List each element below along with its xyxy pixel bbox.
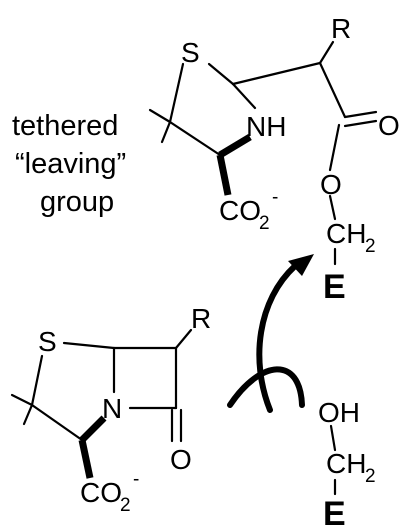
top-methyl-2 <box>160 120 172 144</box>
top-s-cme2-bond <box>168 62 185 124</box>
top-cme2-ca-bond <box>168 120 222 157</box>
top-s-c-bond <box>207 62 235 86</box>
top-nh-group: NH <box>246 111 286 142</box>
top-ch-carbonyl-bond <box>318 61 347 119</box>
arrowhead <box>288 254 314 276</box>
bottom-ch2-subscript: 2 <box>365 466 376 487</box>
top-co2-subscript: 2 <box>259 213 270 234</box>
bottom-enzyme-label: E <box>323 495 346 529</box>
bottom-ch2-text: CH <box>326 448 366 479</box>
top-carbonyl-oxygen: O <box>378 110 400 141</box>
label-line-2: “leaving” <box>15 148 126 180</box>
top-molecule: S NH R O O CO 2 - CH 2 E <box>148 13 400 306</box>
bottom-carboxylate-bond <box>78 439 94 479</box>
bottom-r-group: R <box>191 303 211 334</box>
bottom-o-ch2-bond <box>329 424 337 452</box>
top-c-ch-bond <box>231 61 322 86</box>
top-ca-n-bond <box>218 133 252 159</box>
top-co-double-bond-b <box>343 119 378 128</box>
top-co2-text: CO <box>219 195 261 226</box>
label-line-1: tethered <box>12 110 118 142</box>
top-o-ch2-bond <box>328 194 337 221</box>
tethered-leaving-group-label: tethered “leaving” group <box>12 110 126 218</box>
bottom-methyl-1 <box>10 393 34 407</box>
top-ch2-group: CH 2 <box>326 218 376 257</box>
top-carboxylate-bond <box>216 154 232 196</box>
top-c-n-bond <box>231 82 257 110</box>
top-ch-r-bond <box>318 40 335 65</box>
acylation-curved-arrow <box>227 366 305 408</box>
top-r-group: R <box>331 13 351 44</box>
bottom-carboxylate: CO 2 - <box>80 469 139 516</box>
bottom-s-cme2-bond <box>30 354 44 407</box>
bottom-sulfur-atom: S <box>38 326 57 357</box>
label-line-3: group <box>40 186 114 218</box>
bottom-cme2-ca-bond <box>30 403 84 442</box>
attack-curved-arrow <box>256 263 298 413</box>
top-ester-oxygen: O <box>320 169 342 200</box>
bottom-s-c5-bond <box>62 341 116 350</box>
bottom-nitrogen-atom: N <box>102 393 122 424</box>
bottom-co2-subscript: 2 <box>120 495 131 516</box>
bottom-ca-n-bond <box>79 415 107 443</box>
bottom-oxygen-atom: O <box>170 444 192 475</box>
bottom-oh-group: OH <box>318 397 360 428</box>
top-carboxylate: CO 2 - <box>219 187 278 234</box>
bottom-methyl-2 <box>22 403 34 426</box>
serine-enzyme: OH CH 2 E <box>318 397 376 529</box>
top-methyl-1 <box>148 108 172 124</box>
bottom-co2-text: CO <box>80 477 122 508</box>
mechanism-arrows <box>227 254 314 413</box>
bottom-c6-r-bond <box>174 328 193 350</box>
top-ch2-subscript: 2 <box>365 236 376 257</box>
bottom-co2-superscript: - <box>133 469 139 490</box>
top-ch2-text: CH <box>326 218 366 249</box>
top-co2-superscript: - <box>272 187 278 208</box>
top-sulfur-atom: S <box>181 37 200 68</box>
bottom-molecule: S N R O CO 2 - <box>10 303 211 516</box>
top-enzyme-label: E <box>323 268 346 306</box>
bottom-ch2-group: CH 2 <box>326 448 376 487</box>
top-c-o-ester-bond <box>328 123 341 172</box>
top-co-double-bond-a <box>343 110 378 119</box>
